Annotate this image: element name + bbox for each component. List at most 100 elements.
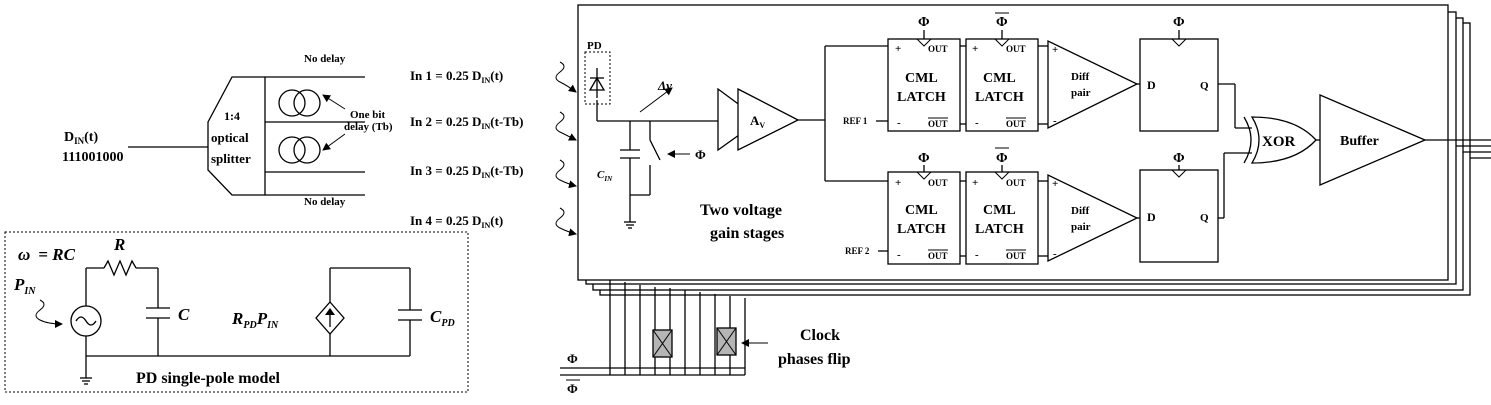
svg-text:Diff: Diff — [1071, 71, 1090, 83]
ref-2-label: REF 2 — [845, 246, 870, 256]
svg-text:LATCH: LATCH — [975, 222, 1024, 237]
delay-tb-label: delay (Tb) — [344, 121, 393, 133]
pd-model-caption: PD single-pole model — [136, 370, 281, 387]
no-delay-top: No delay — [304, 53, 346, 65]
input-labels: In 1 = 0.25 DIN(t) In 2 = 0.25 DIN(t-Tb)… — [410, 68, 523, 230]
svg-text:LATCH: LATCH — [975, 90, 1024, 105]
svg-text:OUT: OUT — [928, 119, 948, 129]
svg-text:+: + — [972, 177, 978, 189]
clock-label-2: phases flip — [778, 351, 851, 368]
optical-splitter: 1:4 optical splitter — [207, 76, 266, 196]
svg-text:DIN(t): DIN(t) — [64, 130, 98, 146]
delay-coil-upper — [278, 89, 321, 117]
svg-text:CML: CML — [905, 71, 938, 86]
delay-coil-lower — [278, 136, 321, 164]
input-1-label: In 1 = 0.25 DIN(t) — [410, 68, 503, 85]
svg-text:-: - — [975, 249, 979, 261]
svg-text:+: + — [1052, 178, 1058, 190]
svg-text:CML: CML — [905, 203, 938, 218]
resistor-label: R — [113, 235, 125, 254]
split-lines — [265, 76, 365, 196]
pin-arrow — [35, 299, 63, 328]
clock-lines — [560, 280, 746, 376]
svg-text:CPD: CPD — [430, 307, 455, 329]
phi-latch-bottom-1: Φ — [918, 151, 930, 166]
latch-top-1: + OUT CML LATCH - OUT — [887, 38, 961, 132]
light-arrows — [555, 61, 577, 237]
phi-bar-latch-bottom-2: Φ — [996, 151, 1008, 166]
svg-text:LATCH: LATCH — [897, 90, 946, 105]
flip-flop-bottom: D Q — [1139, 169, 1219, 263]
svg-text:+: + — [972, 43, 978, 55]
svg-text:OUT: OUT — [1006, 251, 1026, 261]
sample-switch: Φ — [630, 121, 706, 196]
svg-text:C: C — [178, 305, 190, 324]
svg-text:-: - — [1053, 115, 1057, 127]
svg-text:OUT: OUT — [1006, 119, 1026, 129]
svg-text:CIN: CIN — [597, 169, 613, 183]
svg-text:OUT: OUT — [1006, 178, 1026, 188]
svg-text:pair: pair — [1071, 221, 1091, 233]
capacitor-c: C — [146, 305, 190, 356]
svg-text:-: - — [975, 117, 979, 129]
svg-text:Q: Q — [1200, 212, 1209, 224]
omega-label: ω= RC — [18, 245, 76, 264]
clock-label-1: Clock — [800, 327, 840, 344]
gain-stages: AV — [717, 87, 800, 152]
pd-model-box — [4, 231, 469, 393]
svg-text:Φ: Φ — [695, 147, 706, 162]
svg-text:+: + — [1052, 44, 1058, 56]
svg-text:111001000: 111001000 — [62, 150, 123, 165]
svg-text:-: - — [897, 249, 901, 261]
gain-stages-label-2: gain stages — [710, 225, 784, 242]
delta-v: Δv — [639, 78, 673, 113]
svg-text:RPDPIN: RPDPIN — [231, 309, 279, 331]
input-3-label: In 3 = 0.25 DIN(t-Tb) — [410, 163, 523, 180]
input-2-label: In 2 = 0.25 DIN(t-Tb) — [410, 114, 523, 131]
svg-text:XOR: XOR — [1262, 134, 1296, 150]
phi-bar-latch-top-2: Φ — [996, 15, 1008, 30]
svg-text:Buffer: Buffer — [1340, 134, 1379, 149]
xor-gate: XOR — [1243, 116, 1317, 164]
svg-text:Δv: Δv — [657, 78, 672, 93]
svg-text:CML: CML — [983, 71, 1016, 86]
svg-text:OUT: OUT — [928, 44, 948, 54]
svg-text:-: - — [1053, 248, 1057, 260]
output-buffer: Buffer — [1319, 94, 1427, 186]
svg-text:splitter: splitter — [211, 151, 251, 166]
svg-text:D: D — [1147, 210, 1156, 224]
pin-label: PIN — [13, 275, 36, 297]
one-bit-label: One bit — [350, 109, 385, 121]
svg-text:pair: pair — [1071, 87, 1091, 99]
phi-ff-bottom: Φ — [1173, 151, 1185, 166]
svg-text:AV: AV — [750, 113, 765, 130]
svg-text:LATCH: LATCH — [897, 222, 946, 237]
svg-text:D: D — [1147, 78, 1156, 92]
diff-pair-top: + - Diff pair — [1047, 39, 1139, 130]
clock-flip-switch-1 — [652, 329, 673, 358]
arrow-delay-upper — [322, 94, 346, 110]
ref-1-label: REF 1 — [843, 116, 868, 126]
dependent-source: RPDPIN — [231, 267, 410, 356]
svg-text:Q: Q — [1200, 80, 1209, 92]
clock-phi-label: Φ — [567, 351, 578, 366]
input-capacitor: CIN — [597, 121, 640, 229]
svg-text:CML: CML — [983, 203, 1016, 218]
latch-bottom-2: + OUT CML LATCH - OUT — [965, 171, 1039, 265]
latch-bottom-1: + OUT CML LATCH - OUT — [887, 171, 961, 265]
resistor — [86, 259, 159, 308]
phi-latch-top-1: Φ — [918, 15, 930, 30]
no-delay-bottom: No delay — [304, 196, 346, 208]
latch-top-2: + OUT CML LATCH - OUT — [965, 38, 1039, 132]
svg-text:optical: optical — [211, 130, 249, 145]
svg-text:Diff: Diff — [1071, 205, 1090, 217]
output-lines — [1425, 139, 1491, 159]
svg-text:OUT: OUT — [1006, 44, 1026, 54]
svg-text:1:4: 1:4 — [224, 109, 240, 123]
svg-text:+: + — [895, 43, 901, 55]
input-4-label: In 4 = 0.25 DIN(t) — [410, 213, 503, 230]
svg-text:-: - — [897, 117, 901, 129]
gain-stages-label-1: Two voltage — [700, 202, 782, 219]
svg-text:OUT: OUT — [928, 251, 948, 261]
arrow-delay-lower — [322, 133, 346, 151]
